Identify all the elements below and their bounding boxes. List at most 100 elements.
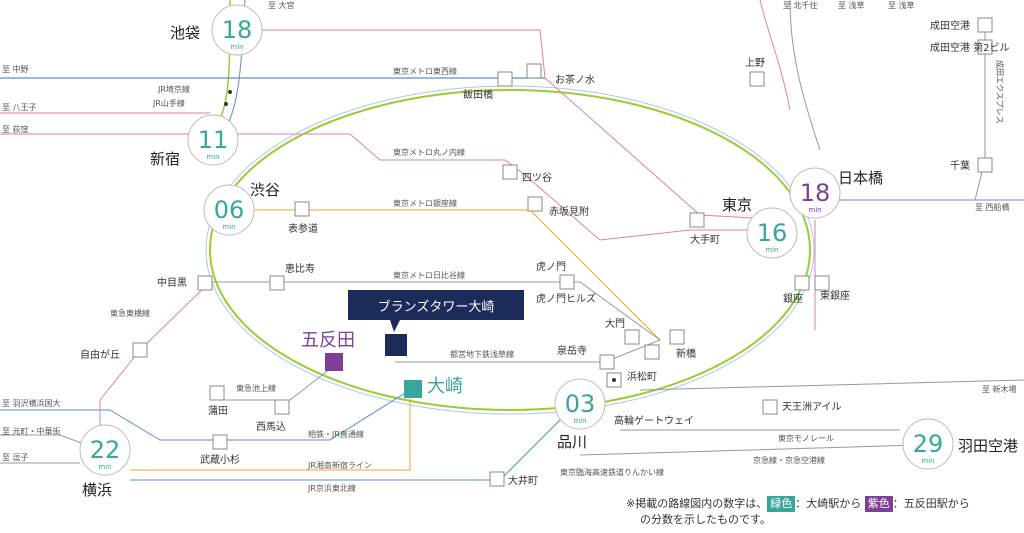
label-musashikosugi: 武蔵小杉 — [200, 453, 240, 466]
building-label: ブランズタワー大崎 — [378, 299, 495, 315]
min-label: min — [573, 417, 586, 425]
line-yamanote: JR山手線 — [152, 98, 185, 108]
dir-zushi: 至 逗子 — [2, 453, 29, 462]
min-label: min — [921, 457, 934, 465]
time-ikebukuro: 18 — [222, 16, 253, 44]
building-label-box — [348, 290, 524, 320]
station-name-osaki: 大崎 — [427, 376, 463, 397]
time-circle-shinjuku: 11 min — [187, 114, 239, 166]
label-ueno: 上野 — [745, 57, 765, 69]
dir-kitasenju: 至 北千住 — [783, 0, 818, 10]
station-name-shinagawa: 品川 — [557, 433, 587, 451]
label-tennozu: 天王洲アイル — [782, 401, 842, 413]
station-otemachi — [689, 212, 705, 228]
station-musashikosugi — [212, 434, 228, 450]
station-hamamatsucho-dot — [612, 378, 616, 382]
dir-omiya: 至 大宮 — [268, 0, 295, 10]
min-label: min — [765, 246, 778, 254]
label-narita: 成田空港 — [930, 19, 970, 32]
station-kamata — [209, 385, 225, 401]
label-nakameguro: 中目黒 — [157, 276, 187, 289]
station-name-shibuya: 渋谷 — [250, 181, 280, 199]
label-toranomonhills: 虎ノ門ヒルズ — [536, 292, 596, 305]
line-marunouchi: 東京メトロ丸ノ内線 — [393, 147, 465, 157]
gotanda-marker — [325, 353, 343, 371]
station-name-shinjuku: 新宿 — [150, 150, 180, 168]
dir-motomachi: 至 元町・中華街 — [2, 426, 61, 436]
line-keikyu: 京急線・京急空港線 — [753, 455, 825, 465]
label-ochanomizu: お茶ノ水 — [555, 73, 595, 86]
label-takanawa: 高輪ゲートウェイ — [614, 414, 694, 427]
line-saikyo: JR埼京線 — [157, 84, 190, 94]
station-name-haneda: 羽田空港 — [958, 437, 1018, 455]
label-yotsuya: 四ツ谷 — [522, 172, 552, 184]
label-jiyugaoka: 自由が丘 — [80, 348, 120, 361]
keihintohoku-loop — [205, 85, 815, 415]
time-shinjuku: 11 — [198, 126, 229, 154]
note-purple-text: ：五反田駅から — [892, 497, 970, 510]
marunouchi-east — [260, 29, 791, 221]
label-chiba: 千葉 — [950, 159, 970, 172]
label-narita2: 成田空港 第2ビル — [930, 41, 1010, 54]
min-label: min — [222, 223, 235, 231]
line-ikegami: 東急池上線 — [236, 383, 276, 393]
station-iidabashi — [497, 71, 513, 87]
min-label: min — [230, 43, 243, 51]
time-yokohama: 22 — [90, 436, 121, 464]
line-tozai: 東京メトロ東西線 — [393, 66, 457, 76]
station-narita — [977, 17, 993, 33]
station-sengakuji — [599, 354, 615, 370]
hibiya-line — [205, 281, 661, 341]
note-purple-tag: 紫色 — [864, 496, 893, 512]
line-asakusa: 都営地下鉄浅草線 — [450, 349, 514, 359]
osaki-marker — [404, 380, 422, 398]
dir-asakusa-1: 至 浅草 — [838, 0, 865, 10]
station-name-nihonbashi: 日本橋 — [838, 169, 883, 187]
dir-ogikubo: 至 荻窪 — [2, 124, 29, 134]
shonan-shinjuku-line — [130, 385, 411, 471]
asakusa-line — [395, 339, 661, 363]
station-chiba — [977, 157, 993, 173]
building-label-pointer — [390, 320, 400, 332]
rinkai-line-east — [639, 379, 1024, 391]
line-rinkai: 東京臨海高速鉄道りんかい線 — [560, 467, 664, 477]
station-name-gotanda: 五反田 — [301, 330, 355, 351]
time-circle-yokohama: 22 min — [79, 424, 131, 476]
time-circle-ikebukuro: 18 min — [211, 4, 263, 56]
time-circle-haneda: 29 min — [902, 418, 954, 470]
time-shinagawa: 03 — [565, 390, 596, 418]
label-shinbashi: 新橋 — [676, 347, 696, 360]
time-circle-shinagawa: 03 min — [554, 378, 606, 430]
station-ueno — [749, 71, 765, 87]
time-tokyo: 16 — [757, 219, 788, 247]
note-green-text: ：大崎駅から — [795, 497, 862, 510]
label-otemachi: 大手町 — [690, 233, 720, 246]
line-keihintohoku: JR京浜東北線 — [307, 483, 356, 493]
station-higashiginza — [814, 275, 830, 291]
note-prefix: ※掲載の路線図内の数字は、 — [626, 497, 768, 510]
line-monorail: 東京モノレール — [778, 433, 834, 443]
station-omotesando — [294, 201, 310, 217]
line-sotetsu: 相鉄・JR直通線 — [308, 429, 364, 439]
label-toranomon: 虎ノ門 — [536, 261, 566, 273]
ginza-line — [230, 209, 661, 341]
dir-asakusa-2: 至 浅草 — [888, 0, 915, 10]
station-yotsuya — [502, 164, 518, 180]
label-akasakamitsuke: 赤坂見附 — [549, 205, 589, 218]
label-kamata: 蒲田 — [208, 404, 228, 417]
time-nihonbashi: 18 — [800, 179, 831, 207]
ueno-north-line — [759, 0, 791, 111]
saikyo-dot — [228, 90, 232, 94]
label-ebisu: 恵比寿 — [285, 262, 315, 275]
station-nakameguro — [197, 275, 213, 291]
note-green-tag: 緑色 — [767, 496, 796, 512]
label-daimon: 大門 — [605, 317, 625, 330]
dir-hachioji: 至 八王子 — [2, 103, 37, 112]
station-name-yokohama: 横浜 — [82, 481, 112, 499]
time-haneda: 29 — [913, 430, 944, 458]
line-narita-express: 成田エクスプレス — [995, 60, 1005, 124]
station-hamamatsucho-2 — [644, 344, 660, 360]
station-nishimagome — [274, 399, 290, 415]
station-tennozu — [762, 399, 778, 415]
